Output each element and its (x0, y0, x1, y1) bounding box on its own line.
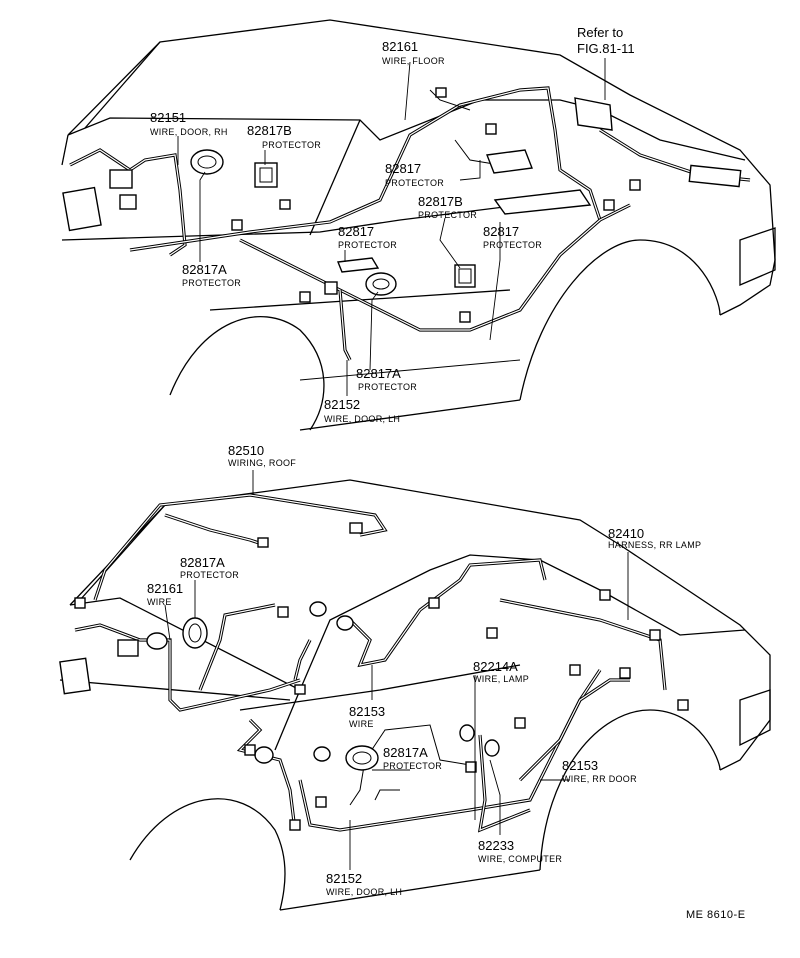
refer-to-text: Refer to (577, 25, 623, 40)
label-82817-b-number: 82817 (338, 224, 374, 239)
label-82817-c-number: 82817 (483, 224, 519, 239)
upper-leaders (177, 58, 606, 396)
label-82153a-number: 82153 (349, 704, 385, 719)
label-82214a-text: WIRE, LAMP (473, 674, 529, 684)
upper-wiring (69, 86, 751, 361)
label-82817b-b-number: 82817B (418, 194, 463, 209)
label-82817-c-text: PROTECTOR (483, 240, 542, 250)
label-82161-text: WIRE, FLOOR (382, 56, 445, 66)
lower-labels: 82510 WIRING, ROOF 82817A PROTECTOR 8216… (147, 443, 701, 897)
upper-labels: 82161 WIRE, FLOOR 82151 WIRE, DOOR, RH 8… (150, 25, 635, 424)
label-82152b-text: WIRE, DOOR, LH (326, 887, 402, 897)
label-82510-text: WIRING, ROOF (228, 458, 296, 468)
label-82817b-a-text: PROTECTOR (262, 140, 321, 150)
upper-parts (62, 87, 742, 323)
label-82817-b-text: PROTECTOR (338, 240, 397, 250)
label-82233-text: WIRE, COMPUTER (478, 854, 562, 864)
label-82817a-d-number: 82817A (383, 745, 428, 760)
label-82817a-d-text: PROTECTOR (383, 761, 442, 771)
label-82410-text: HARNESS, RR LAMP (608, 540, 701, 550)
label-82410-number: 82410 (608, 526, 644, 541)
label-82817-a-number: 82817 (385, 161, 421, 176)
lower-view: 82510 WIRING, ROOF 82817A PROTECTOR 8216… (59, 443, 771, 911)
label-82152-text: WIRE, DOOR, LH (324, 414, 400, 424)
label-82153b-number: 82153 (562, 758, 598, 773)
label-82233-number: 82233 (478, 838, 514, 853)
label-82817b-b-text: PROTECTOR (418, 210, 477, 220)
label-82152b-number: 82152 (326, 871, 362, 886)
label-82817b-a-number: 82817B (247, 123, 292, 138)
label-82817a-a-text: PROTECTOR (182, 278, 241, 288)
label-82817a-b-number: 82817A (356, 366, 401, 381)
lower-car-body (59, 479, 771, 911)
label-82817-a-text: PROTECTOR (385, 178, 444, 188)
refer-fig-text: FIG.81-11 (577, 41, 635, 56)
figure-code: ME 8610-E (686, 909, 746, 921)
label-82817a-c-number: 82817A (180, 555, 225, 570)
lower-leaders (164, 470, 629, 870)
upper-view: 82161 WIRE, FLOOR 82151 WIRE, DOOR, RH 8… (61, 19, 776, 431)
label-82510-number: 82510 (228, 443, 264, 458)
lower-parts (59, 522, 689, 831)
label-82817a-c-text: PROTECTOR (180, 570, 239, 580)
label-82151-number: 82151 (150, 110, 186, 125)
label-82153a-text: WIRE (349, 719, 374, 729)
label-82214a-number: 82214A (473, 659, 518, 674)
label-82161b-number: 82161 (147, 581, 183, 596)
label-82161b-text: WIRE (147, 597, 172, 607)
lower-wiring (74, 493, 667, 833)
upper-car-body (61, 19, 776, 431)
label-82161-number: 82161 (382, 39, 418, 54)
label-82153b-text: WIRE, RR DOOR (562, 774, 637, 784)
label-82151-text: WIRE, DOOR, RH (150, 127, 228, 137)
label-82817a-a-number: 82817A (182, 262, 227, 277)
label-82152-number: 82152 (324, 397, 360, 412)
label-82817a-b-text: PROTECTOR (358, 382, 417, 392)
